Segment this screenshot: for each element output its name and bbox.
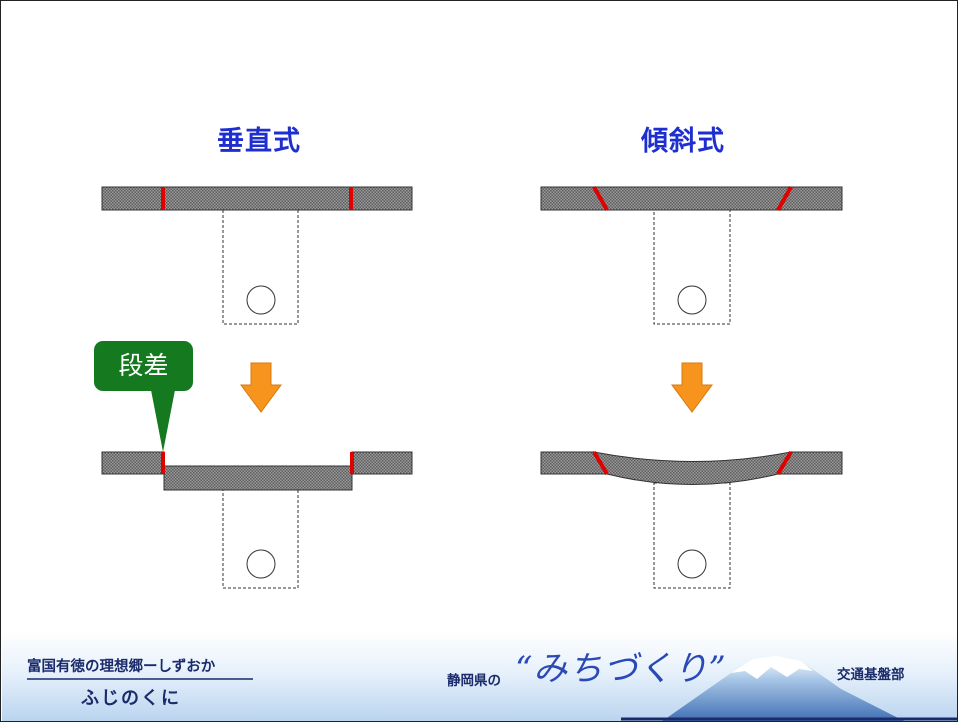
inclined-after <box>540 450 843 589</box>
footer-prefecture: 静岡県の <box>447 673 501 689</box>
step-callout <box>94 341 193 452</box>
footer-michizukuri-logo: “みちづくり” <box>515 649 727 689</box>
joint-line <box>592 186 609 211</box>
joint-line <box>592 450 609 476</box>
road-slab-bent <box>593 451 792 485</box>
mount-fuji-image <box>662 656 905 721</box>
footer-band <box>2 631 957 721</box>
road-slab-left <box>101 451 165 475</box>
down-arrow <box>240 362 282 413</box>
title-inclined: 傾斜式 <box>641 126 725 157</box>
joint-line <box>776 186 793 211</box>
road-slab-right <box>351 451 413 475</box>
pipe-circle <box>246 285 276 315</box>
footer-slogan: 富国有徳の理想郷ーしずおか <box>27 659 216 675</box>
callout-label-step: 段差 <box>118 351 169 380</box>
callout-box <box>94 341 193 391</box>
footer-brand: ふじのくに <box>81 688 181 709</box>
callout-pointer <box>151 390 175 452</box>
title-vertical: 垂直式 <box>217 126 301 157</box>
vertical-before <box>101 186 413 325</box>
joint-line <box>776 450 793 476</box>
mount-fuji-snowcap <box>731 656 813 679</box>
road-slab <box>540 186 843 211</box>
road-slab <box>101 186 413 211</box>
pipe-circle <box>246 549 276 579</box>
vertical-after <box>101 451 413 589</box>
pipe-circle <box>677 549 707 579</box>
inclined-before <box>540 186 843 325</box>
footer-department: 交通基盤部 <box>837 667 905 683</box>
pipe-circle <box>677 285 707 315</box>
down-arrow <box>671 362 713 413</box>
road-slab-sunk <box>163 465 353 491</box>
